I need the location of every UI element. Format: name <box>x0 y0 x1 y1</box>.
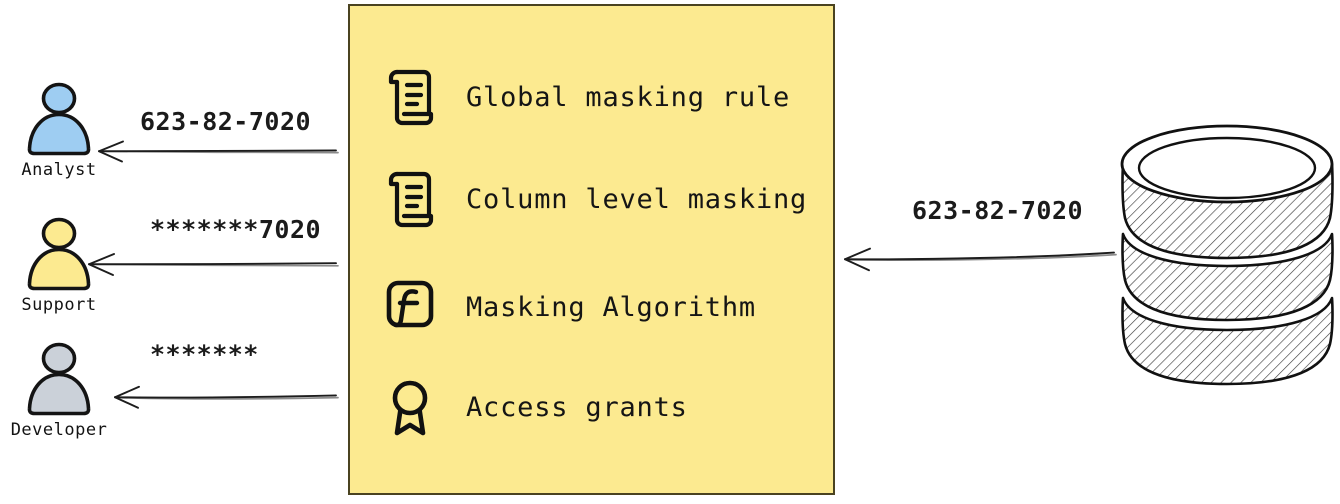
panel-row: Access grants <box>384 378 688 436</box>
flow-label-support: *******7020 <box>150 215 322 244</box>
actor-label: Developer <box>10 420 108 440</box>
user-icon <box>27 342 91 416</box>
arrow-left-icon <box>844 247 1117 272</box>
actor-label: Support <box>21 295 97 315</box>
flow-label-analyst: 623-82-7020 <box>140 107 312 136</box>
actor-developer: Developer <box>4 338 114 440</box>
panel-row-label: Access grants <box>466 391 688 423</box>
database-icon <box>1115 112 1340 402</box>
panel-row: Masking Algorithm <box>384 278 756 336</box>
actor-label: Analyst <box>21 160 97 180</box>
flow-label-database: 623-82-7020 <box>912 196 1084 225</box>
panel-row-label: Global masking rule <box>466 81 791 113</box>
panel-row-label: Masking Algorithm <box>466 291 756 323</box>
arrow-left-icon <box>98 140 339 163</box>
arrow-left-icon <box>114 385 339 409</box>
actor-analyst: Analyst <box>4 78 114 180</box>
flow-label-developer: ******* <box>150 340 259 369</box>
arrow-left-icon <box>88 253 339 276</box>
panel-row: Global masking rule <box>384 68 790 126</box>
user-icon <box>27 82 91 156</box>
masking-controls-panel: Global masking rule Column level masking… <box>348 4 835 495</box>
scroll-icon <box>388 171 434 228</box>
panel-row-label: Column level masking <box>466 183 808 215</box>
function-icon <box>386 280 434 328</box>
panel-row: Column level masking <box>384 170 807 228</box>
user-icon <box>27 217 91 291</box>
scroll-icon <box>388 69 434 126</box>
award-ribbon-icon <box>392 380 428 436</box>
actor-support: Support <box>4 213 114 315</box>
